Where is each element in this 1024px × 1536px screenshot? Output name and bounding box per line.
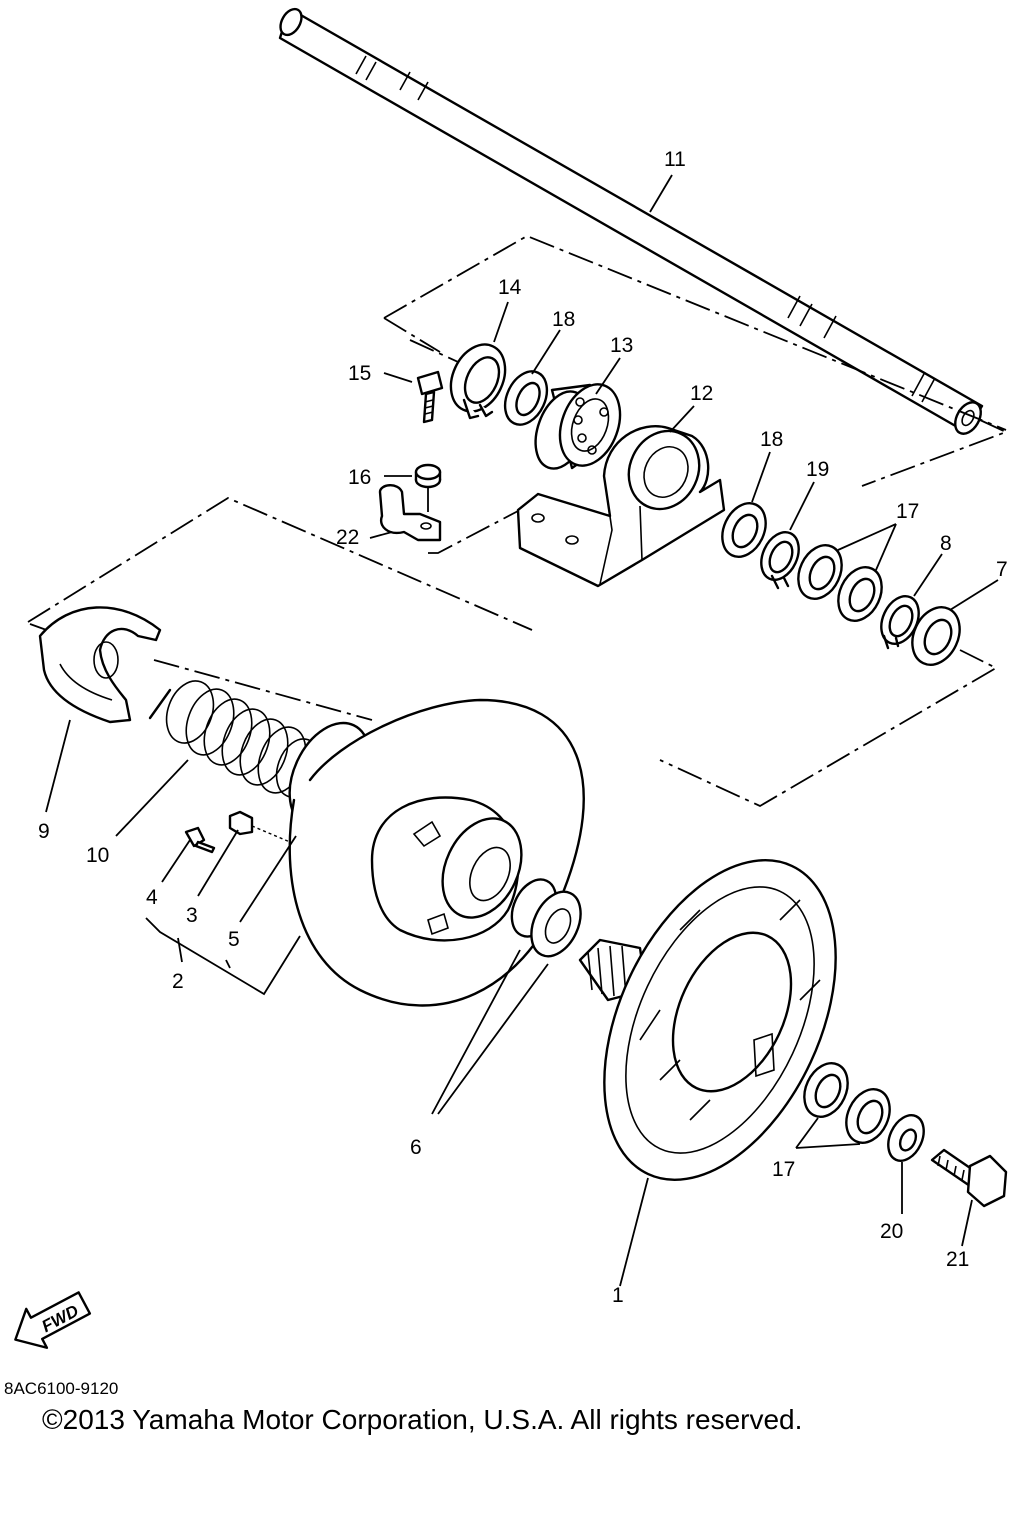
callout-19: 19 — [806, 458, 829, 481]
cam — [38, 606, 162, 724]
washer-stack-right — [721, 502, 961, 666]
callout-2: 2 — [172, 970, 184, 993]
callout-17-upper: 17 — [896, 500, 919, 523]
washers-lower — [803, 1062, 891, 1144]
callout-1: 1 — [612, 1284, 624, 1307]
callout-17-lower: 17 — [772, 1158, 795, 1181]
pin-3 — [228, 810, 291, 843]
copyright-notice: ©2013 Yamaha Motor Corporation, U.S.A. A… — [42, 1404, 803, 1435]
callout-15: 15 — [348, 362, 371, 385]
collar-16 — [414, 463, 442, 512]
bearing — [534, 383, 622, 470]
washer-20 — [887, 1114, 925, 1162]
bushings — [510, 878, 582, 958]
diagram-code: 8AC6100-9120 — [4, 1379, 119, 1398]
callout-4: 4 — [146, 886, 158, 909]
spring — [148, 680, 321, 798]
fixed-sheave — [578, 859, 837, 1181]
callout-6: 6 — [410, 1136, 422, 1159]
callout-3: 3 — [186, 904, 198, 927]
bolt-15 — [416, 370, 444, 424]
callout-18-upper: 18 — [552, 308, 575, 331]
callout-20: 20 — [880, 1220, 903, 1243]
callout-7: 7 — [996, 558, 1008, 581]
bracket-group-outline — [383, 235, 1009, 487]
bolt-21 — [930, 1148, 1008, 1208]
callout-11: 11 — [664, 148, 686, 171]
secondary-shaft — [278, 7, 984, 435]
movable-sheave — [288, 698, 585, 1007]
callout-22: 22 — [336, 526, 359, 549]
callout-16: 16 — [348, 466, 371, 489]
clamp-22 — [378, 484, 442, 542]
callout-labels: 1 2 3 4 5 6 7 8 9 10 11 12 13 14 15 16 1… — [38, 148, 1008, 1307]
callout-9: 9 — [38, 820, 50, 843]
callout-21: 21 — [946, 1248, 969, 1271]
bolt-4 — [184, 826, 216, 854]
callout-10: 10 — [86, 844, 109, 867]
callout-12: 12 — [690, 382, 713, 405]
callout-5: 5 — [228, 928, 240, 951]
fwd-arrow-icon: FWD — [14, 1291, 92, 1349]
callout-8: 8 — [940, 532, 952, 555]
leader-lines — [45, 174, 999, 1287]
callout-18-right: 18 — [760, 428, 783, 451]
circlip — [449, 343, 507, 420]
bearing-housing — [516, 425, 726, 588]
washer-upper — [503, 370, 549, 426]
callout-14: 14 — [498, 276, 522, 299]
callout-13: 13 — [610, 334, 633, 357]
